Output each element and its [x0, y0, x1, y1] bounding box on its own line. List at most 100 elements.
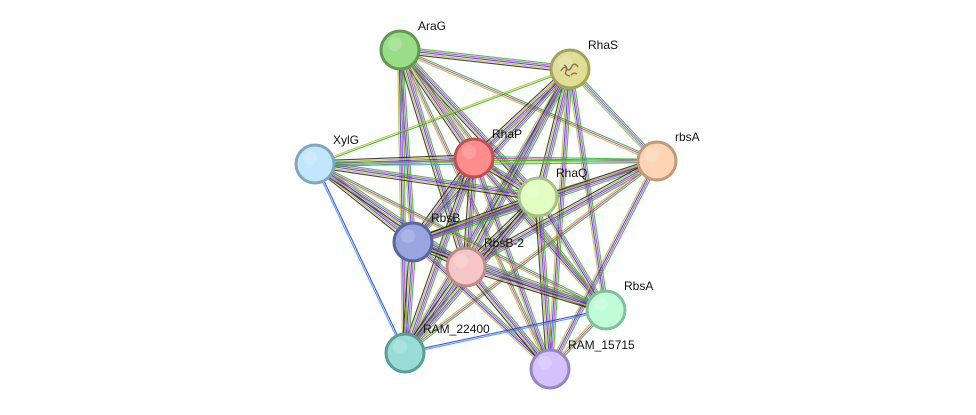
node-label-AraG: AraG	[418, 19, 446, 33]
edge-evidence-line	[399, 52, 570, 73]
node-highlight	[388, 37, 402, 51]
edge-RhaS-RbsB-2[interactable]	[462, 67, 574, 269]
edge-evidence-line	[314, 155, 474, 163]
node-label-RbsB-2: RbsB-2	[484, 236, 524, 250]
edge-evidence-line	[404, 157, 475, 354]
edge-evidence-line	[314, 154, 474, 162]
edge-evidence-line	[403, 159, 657, 353]
node-label-RhaS: RhaS	[588, 38, 618, 52]
node-highlight	[558, 56, 572, 70]
node-circle[interactable]	[294, 143, 336, 185]
edge-evidence-line	[568, 69, 606, 311]
node-RhaP[interactable]: RhaP	[453, 127, 522, 179]
edge-RhaS-XylG[interactable]	[314, 67, 571, 166]
edge-XylG-RhaQ[interactable]	[314, 160, 539, 201]
edge-evidence-line	[464, 68, 570, 267]
node-circle[interactable]	[529, 348, 571, 390]
edge-evidence-line	[315, 161, 539, 196]
node-XylG[interactable]: XylG	[294, 133, 359, 185]
edge-RbsA-RAM_22400[interactable]	[404, 308, 607, 355]
edge-RbsB-2-RAM_15715[interactable]	[463, 264, 553, 372]
node-circle[interactable]	[453, 137, 495, 179]
node-RbsB[interactable]: RbsB	[392, 211, 460, 263]
node-label-RAM_15715: RAM_15715	[568, 338, 635, 352]
edge-evidence-line	[402, 67, 569, 353]
edge-evidence-line	[465, 266, 607, 311]
edge-AraG-RhaS[interactable]	[399, 46, 571, 73]
node-highlight	[526, 184, 540, 198]
edge-evidence-line	[316, 160, 469, 265]
edge-RbsB-2-RbsA[interactable]	[464, 263, 608, 314]
edge-rbsA-RAM_15715[interactable]	[547, 159, 660, 371]
edge-evidence-line	[466, 69, 572, 268]
edge-evidence-line	[314, 166, 538, 201]
edge-XylG-RbsA[interactable]	[314, 162, 607, 312]
edge-evidence-line	[538, 196, 608, 310]
edge-evidence-line	[540, 196, 554, 369]
node-highlight	[645, 148, 659, 162]
edge-evidence-line	[403, 68, 570, 353]
node-rbsA[interactable]: rbsA	[636, 130, 700, 182]
edge-evidence-line	[466, 263, 608, 308]
edge-evidence-line	[471, 159, 605, 312]
edge-RbsB-RAM_15715[interactable]	[410, 239, 553, 372]
edge-evidence-line	[404, 160, 658, 354]
edge-evidence-line	[473, 157, 658, 162]
node-AraG[interactable]: AraG	[379, 19, 446, 71]
node-RhaS[interactable]: RhaS	[549, 38, 618, 90]
node-RbsA[interactable]: RbsA	[585, 279, 653, 331]
edge-RhaQ-RbsA[interactable]	[535, 195, 609, 312]
edge-evidence-line	[550, 161, 659, 370]
node-label-rbsA: rbsA	[675, 130, 700, 144]
edge-evidence-line	[413, 238, 608, 308]
edge-evidence-line	[548, 160, 657, 369]
node-label-RhaQ: RhaQ	[556, 166, 587, 180]
node-RhaQ[interactable]: RhaQ	[517, 166, 587, 218]
edge-evidence-line	[536, 197, 606, 311]
node-circle[interactable]	[517, 176, 559, 218]
edge-evidence-line	[400, 46, 571, 67]
node-RbsB-2[interactable]: RbsB-2	[445, 236, 524, 288]
edge-evidence-line	[410, 243, 549, 372]
node-RAM_15715[interactable]: RAM_15715	[529, 338, 635, 390]
edge-RhaQ-RbsB[interactable]	[411, 193, 540, 246]
edge-evidence-line	[404, 308, 606, 353]
edge-evidence-line	[547, 159, 656, 369]
edge-evidence-line	[412, 196, 539, 243]
edge-evidence-line	[466, 264, 607, 309]
edge-evidence-line	[570, 68, 658, 161]
edge-RhaP-rbsA[interactable]	[473, 155, 658, 164]
edge-evidence-line	[571, 66, 660, 160]
edge-evidence-line	[539, 195, 609, 310]
edge-evidence-line	[462, 67, 568, 266]
node-circle[interactable]	[392, 221, 434, 263]
edge-evidence-line	[399, 49, 539, 198]
edge-rbsA-RAM_22400[interactable]	[403, 159, 659, 355]
edge-evidence-line	[315, 69, 571, 166]
edge-evidence-line	[314, 67, 570, 164]
node-circle[interactable]	[384, 332, 426, 374]
protein-structure-icon	[560, 63, 579, 77]
edge-RhaS-rbsA[interactable]	[567, 66, 660, 164]
node-label-RhaP: RhaP	[492, 127, 522, 141]
edge-XylG-RAM_22400[interactable]	[313, 163, 407, 354]
edge-evidence-line	[537, 196, 551, 370]
edge-evidence-line	[401, 49, 416, 242]
node-circle[interactable]	[445, 246, 487, 288]
edge-evidence-line	[535, 197, 605, 312]
edge-evidence-line	[315, 162, 607, 310]
edge-evidence-line	[463, 268, 548, 372]
edge-evidence-line	[535, 197, 549, 370]
edge-evidence-line	[474, 155, 658, 160]
node-circle[interactable]	[636, 140, 678, 182]
edge-evidence-line	[400, 47, 571, 68]
edge-evidence-line	[315, 160, 539, 195]
node-circle[interactable]	[379, 29, 421, 71]
node-circle[interactable]	[585, 289, 627, 331]
node-RAM_22400[interactable]: RAM_22400	[384, 322, 490, 374]
edge-evidence-line	[315, 163, 407, 353]
edge-evidence-line	[412, 194, 538, 242]
edge-evidence-line	[413, 197, 539, 245]
edge-evidence-line	[400, 49, 552, 369]
